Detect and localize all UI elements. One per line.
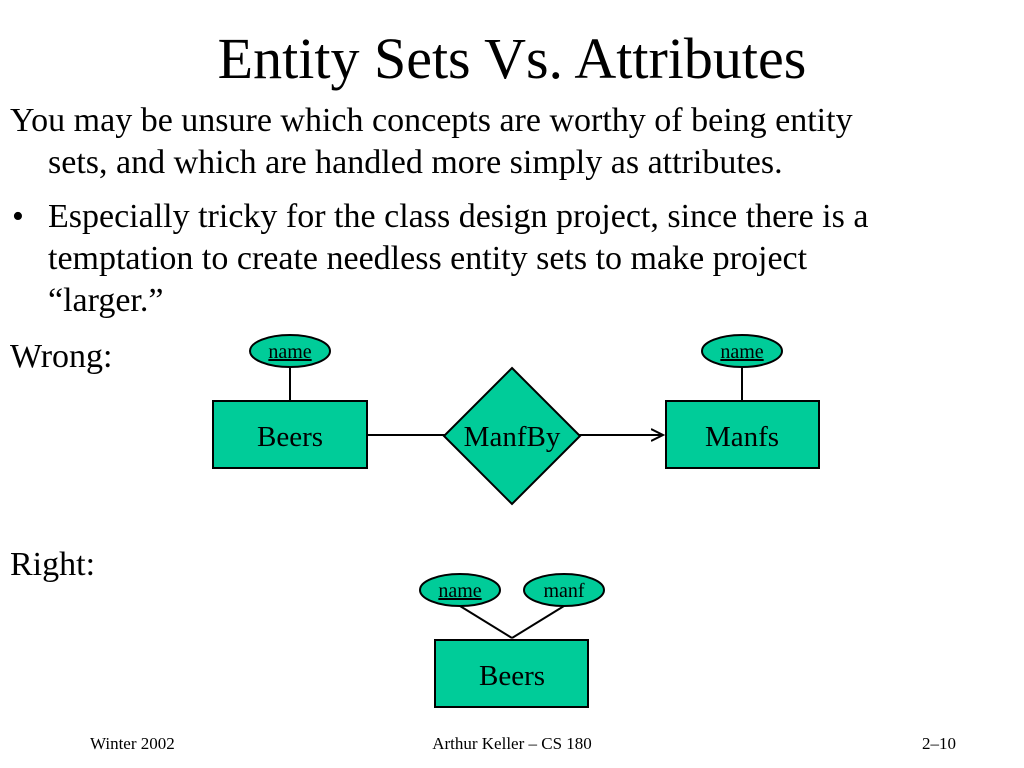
bullet-line-2: temptation to create needless entity set…: [48, 240, 808, 277]
bullet-line-3: “larger.”: [48, 282, 164, 319]
entity-beers-wrong: Beers: [212, 400, 368, 469]
attr-manf-label: manf: [543, 580, 584, 602]
footer-right: 2–10: [922, 734, 956, 753]
attr-right: name: [701, 334, 783, 368]
attr-manf-ellipse: [523, 573, 605, 607]
entity-beers-right: Beers: [434, 639, 589, 708]
relationship-manfby: ManfBy: [442, 366, 582, 506]
attr-manf: manf: [523, 573, 605, 607]
entity-manfs: Manfs: [665, 400, 820, 469]
wrong-diagram: name name Beers ManfBy Manfs: [212, 334, 820, 506]
bullet-line-1: Especially tricky for the class design p…: [48, 198, 869, 235]
attr-manf-link: [511, 605, 565, 639]
entity-manfs-label: Manfs: [705, 421, 779, 453]
bullet-item: • Especially tricky for the class design…: [10, 196, 1018, 322]
intro-line-1: You may be unsure which concepts are wor…: [10, 102, 853, 139]
entity-beers-right-label: Beers: [479, 660, 545, 692]
attr-name-link: [459, 605, 513, 639]
attr-name-label: name: [438, 580, 481, 602]
attr-right-ellipse: [701, 334, 783, 368]
right-label: Right:: [10, 546, 96, 583]
attr-left-label: name: [268, 341, 311, 363]
footer-left: Winter 2002: [90, 734, 175, 753]
footer-center: Arthur Keller – CS 180: [432, 734, 592, 753]
relationship-manfby-label: ManfBy: [464, 421, 561, 453]
slide-title: Entity Sets Vs. Attributes: [217, 26, 807, 91]
attr-left-ellipse: [249, 334, 331, 368]
attr-right-label: name: [720, 341, 763, 363]
entity-beers-right-box: [434, 639, 589, 708]
entity-beers-wrong-box: [212, 400, 368, 469]
attr-left: name: [249, 334, 331, 368]
intro-line-2: sets, and which are handled more simply …: [48, 144, 783, 181]
attr-name-ellipse: [419, 573, 501, 607]
entity-manfs-box: [665, 400, 820, 469]
bullet-dot-icon: •: [12, 198, 24, 235]
entity-beers-wrong-label: Beers: [257, 421, 323, 453]
right-diagram: name manf Beers: [419, 573, 605, 708]
wrong-label: Wrong:: [10, 338, 113, 375]
intro-paragraph: You may be unsure which concepts are wor…: [10, 100, 1010, 184]
attr-name: name: [419, 573, 501, 607]
relationship-manfby-diamond: [442, 366, 582, 506]
